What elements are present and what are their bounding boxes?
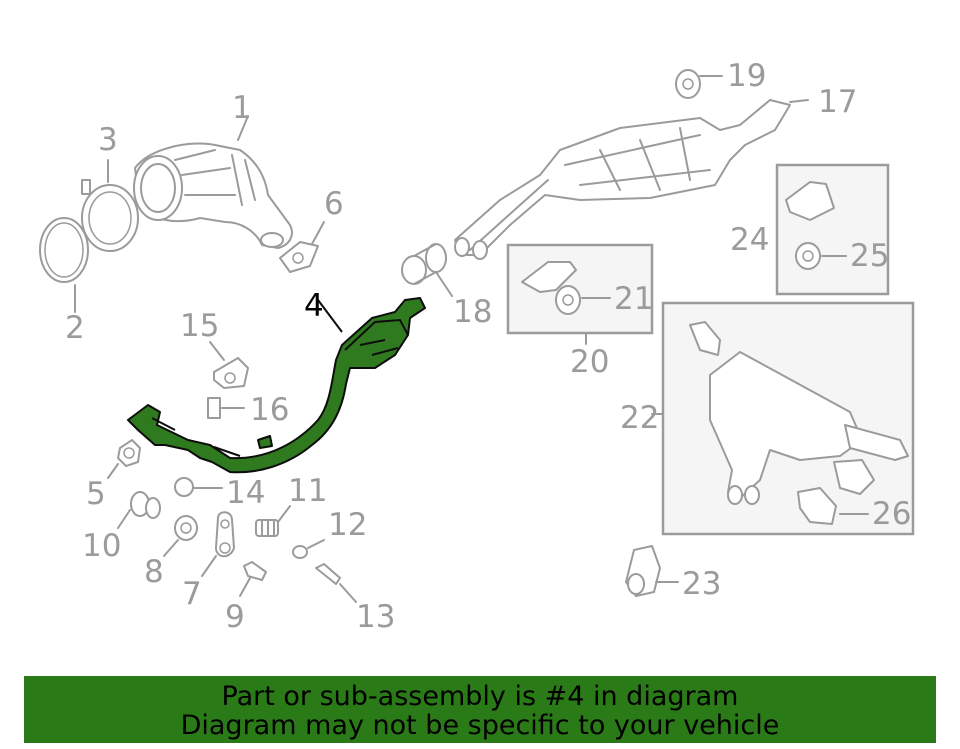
callout-15: 15 [180,308,219,344]
banner-line-2: Diagram may not be specific to your vehi… [180,710,780,741]
callout-labels: 1 2 3 4 5 6 7 8 9 10 11 12 13 14 15 16 1… [65,58,911,635]
callout-5: 5 [86,476,106,512]
part-11-spring [255,505,291,537]
callout-25: 25 [850,238,889,274]
callout-22: 22 [620,400,659,436]
callout-6: 6 [324,186,344,222]
callout-21: 21 [614,281,653,317]
part-23-tailpipe [625,545,679,597]
part-3-clamp [81,159,139,252]
callout-11: 11 [288,473,327,509]
part-20-mount-kit-box [506,243,654,345]
callout-20: 20 [570,344,609,380]
callout-9: 9 [225,599,245,635]
part-4-front-pipe [127,297,426,474]
part-2-gasket [39,217,89,313]
callout-14: 14 [226,475,265,511]
part-17-center-muffler [454,99,809,260]
part-6-flange-gasket [279,221,325,273]
callout-2: 2 [65,310,85,346]
callout-16: 16 [250,392,289,428]
callout-24: 24 [730,222,769,258]
callout-23: 23 [682,566,721,602]
part-5-nut [107,439,141,479]
callout-7: 7 [182,576,202,612]
callout-17: 17 [818,84,857,120]
info-banner: Part or sub-assembly is #4 in diagram Di… [24,676,936,743]
callout-1: 1 [232,90,252,126]
part-13-bolt [315,563,357,603]
callout-26: 26 [872,496,911,532]
part-14-nut [174,477,223,497]
part-24-mount-kit-box [775,163,890,296]
part-9-bolt [239,561,267,597]
callout-10: 10 [82,528,121,564]
callout-12: 12 [328,507,367,543]
part-1-converter [133,115,293,249]
part-18-clamp [401,243,453,297]
callout-13: 13 [356,599,395,635]
callout-19: 19 [727,58,766,94]
callout-3: 3 [98,122,118,158]
callout-4: 4 [304,288,324,324]
banner-line-1: Part or sub-assembly is #4 in diagram [221,681,739,712]
part-7-hanger-strap [201,511,235,577]
part-19-rubber-mount [675,69,723,99]
part-8-bushing [163,515,198,557]
part-10-mount [117,491,161,529]
part-22-rear-muffler-box [651,301,915,536]
callout-18: 18 [453,294,492,330]
callout-8: 8 [144,554,164,590]
part-16-bolt [207,397,245,419]
part-12-washer [292,539,325,559]
part-15-bracket [209,341,249,389]
